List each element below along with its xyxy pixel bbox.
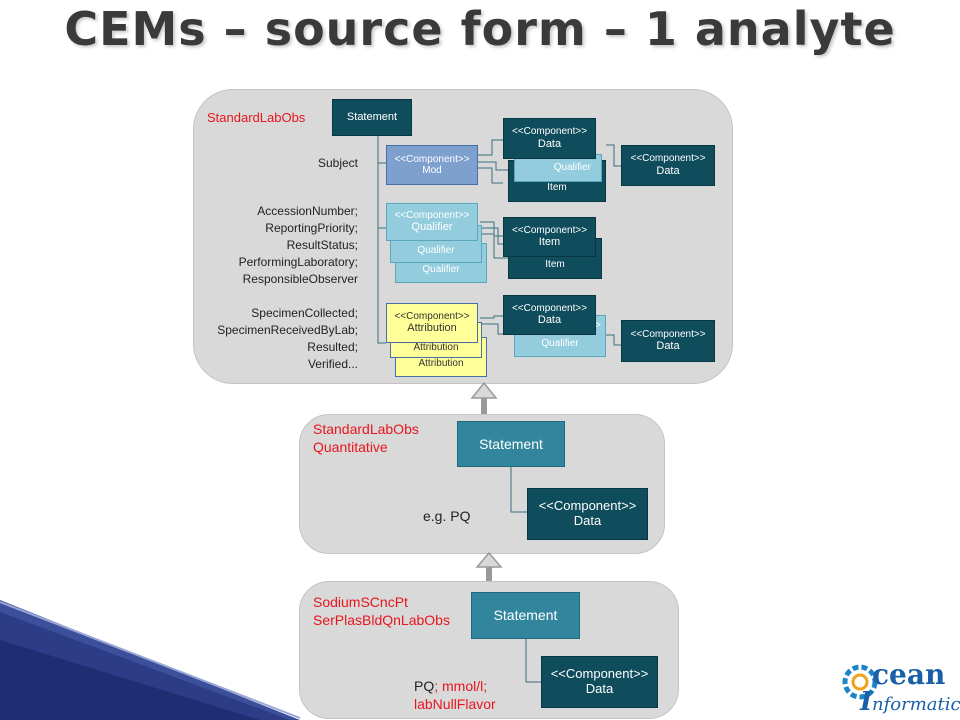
panel1-statement[interactable]: Statement	[332, 99, 412, 136]
panel3-data[interactable]: <<Component>> Data	[541, 656, 658, 708]
panel2-note: e.g. PQ	[423, 508, 471, 524]
ocean-globe-icon	[842, 664, 878, 700]
logo-i: I	[860, 687, 873, 717]
panel2-data[interactable]: <<Component>> Data	[527, 488, 648, 540]
attribute-group-2: AccessionNumber; ReportingPriority; Resu…	[238, 204, 358, 286]
logo-line2: nformatics	[872, 694, 960, 715]
logo-line1: cean	[872, 658, 946, 691]
panel2-statement[interactable]: Statement	[457, 421, 565, 467]
attr-data-right[interactable]: <<Component>> Data	[621, 320, 715, 362]
attr-data-front[interactable]: <<Component>> Data	[503, 295, 596, 335]
mod-data-front[interactable]: <<Component>> Data	[503, 118, 596, 159]
component-mod[interactable]: <<Component>> Mod	[386, 145, 478, 185]
qualifier-front[interactable]: <<Component>> Qualifier	[386, 203, 478, 241]
panel3-label: SodiumSCncPt SerPlasBldQnLabObs	[313, 594, 450, 628]
statement-label: Statement	[346, 111, 398, 124]
ocean-informatics-logo: cean I nformatics	[842, 658, 960, 718]
attribution-front[interactable]: <<Component>> Attribution	[386, 303, 478, 343]
panel2-label: StandardLabObs Quantitative	[313, 421, 419, 455]
page-title: CEMs – source form – 1 analyte	[64, 2, 896, 56]
mod-data-right[interactable]: <<Component>> Data	[621, 145, 715, 186]
attr-qualifier-stub: >	[595, 320, 601, 331]
panel1-label: StandardLabObs	[207, 110, 306, 125]
item-front[interactable]: <<Component>> Item	[503, 217, 596, 257]
panel3-statement[interactable]: Statement	[471, 592, 580, 639]
attribute-group-3: SpecimenCollected; SpecimenReceivedByLab…	[217, 306, 358, 371]
subject-text: Subject	[317, 156, 358, 170]
panel3-note: PQ; mmol/l; labNullFlavor	[414, 678, 496, 712]
